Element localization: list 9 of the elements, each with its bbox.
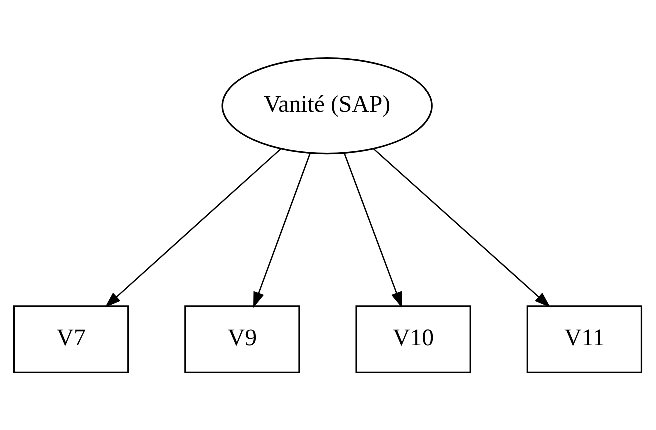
arrow <box>344 152 402 308</box>
node-box: V10 <box>356 305 472 373</box>
arrow <box>254 152 311 308</box>
node-box: V9 <box>184 305 300 373</box>
arrow <box>105 148 282 308</box>
node-box: V11 <box>526 305 643 373</box>
node-ellipse: Vanité (SAP) <box>222 57 433 154</box>
node-box: V7 <box>13 305 130 373</box>
arrow <box>374 148 551 308</box>
